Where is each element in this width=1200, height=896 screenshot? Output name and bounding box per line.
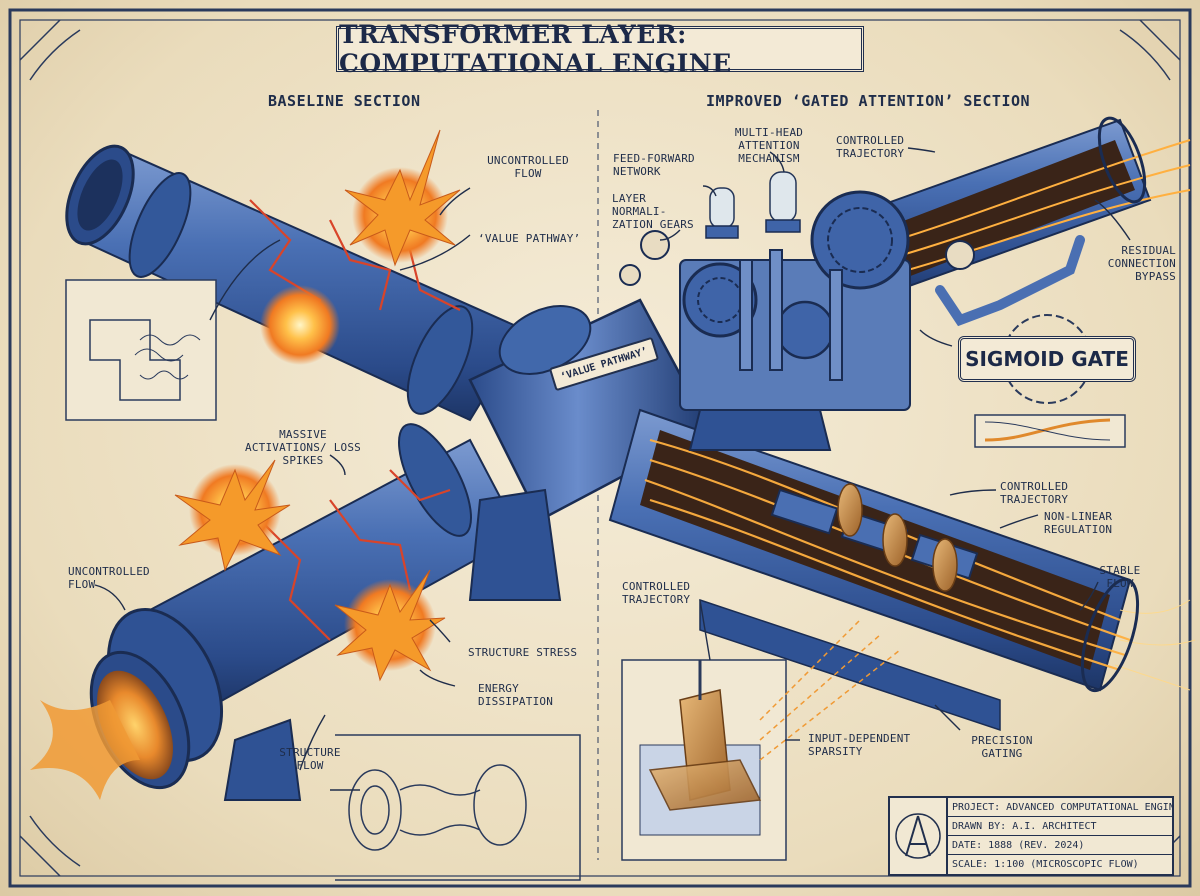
outer-border (8, 8, 1192, 888)
architect-compass-icon (895, 798, 948, 874)
label-uncontrolled-flow-left: UNCONTROLLED FLOW (68, 565, 150, 591)
title-plate: TRANSFORMER LAYER: COMPUTATIONAL ENGINE (336, 20, 864, 78)
drawing-title-block: PROJECT: ADVANCED COMPUTATIONAL ENGINE D… (888, 796, 1174, 876)
page-title: TRANSFORMER LAYER: COMPUTATIONAL ENGINE (339, 20, 732, 78)
energy-bursts (174, 129, 461, 682)
label-multi-head-attention: MULTI-HEAD ATTENTION MECHANISM (734, 126, 804, 165)
inset-gate-detail (621, 619, 901, 861)
inset-turbulence (65, 279, 217, 421)
title-block-drawn-by: DRAWN BY: A.I. ARCHITECT (948, 817, 1172, 836)
label-uncontrolled-flow-top: UNCONTROLLED FLOW (487, 154, 569, 180)
sigmoid-gate-plate: SIGMOID GATE (958, 336, 1136, 382)
label-non-linear-regulation: NON-LINEAR REGULATION (1044, 510, 1113, 536)
corner-ornaments (19, 19, 1181, 877)
label-structure-stress: STRUCTURE STRESS (468, 646, 578, 659)
label-controlled-trajectory-top: CONTROLLED TRAJECTORY (836, 134, 905, 160)
improved-upper-pipe (838, 116, 1191, 327)
improved-lower-pipe (608, 408, 1196, 732)
crack-lines (249, 199, 461, 641)
label-massive-activations: MASSIVE ACTIVATIONS/ LOSS SPIKES (245, 428, 361, 467)
inset-sigmoid-curve (974, 414, 1126, 448)
label-precision-gating: PRECISION GATING (971, 734, 1033, 760)
label-controlled-trajectory-right: CONTROLLED TRAJECTORY (1000, 480, 1069, 506)
baseline-lower-pipe (30, 423, 522, 801)
baseline-upper-pipe (65, 144, 527, 422)
title-block-date: DATE: 1888 (REV. 2024) (948, 836, 1172, 855)
baseline-section-heading: BASELINE SECTION (268, 92, 421, 110)
label-stable-flow: STABLE FLOW (1099, 564, 1141, 590)
label-controlled-trajectory-mid: CONTROLLED TRAJECTORY (622, 580, 691, 606)
label-residual-connection: RESIDUAL CONNECTION BYPASS (1107, 244, 1176, 283)
sigmoid-gate-label: SIGMOID GATE (965, 347, 1129, 371)
label-input-dependent-sparsity: INPUT-DEPENDENT SPARSITY (808, 732, 911, 758)
label-feed-forward: FEED-FORWARD NETWORK (613, 152, 695, 178)
label-value-pathway: ‘VALUE PATHWAY’ (478, 232, 581, 245)
inner-border (19, 19, 1181, 877)
inset-structure (335, 734, 581, 881)
callout-leaders (94, 147, 1131, 791)
label-energy-dissipation: ENERGY DISSIPATION (478, 682, 554, 708)
title-block-scale: SCALE: 1:100 (MICROSCOPIC FLOW) (952, 859, 1139, 870)
title-block-project: PROJECT: ADVANCED COMPUTATIONAL ENGINE (948, 798, 1172, 817)
improved-section-heading: IMPROVED ‘GATED ATTENTION’ SECTION (706, 92, 1031, 110)
attention-mechanism (619, 171, 911, 451)
label-structure-flow: STRUCTURE FLOW (279, 746, 341, 772)
label-layer-normalization: LAYER NORMALI- ZATION GEARS (612, 192, 694, 231)
